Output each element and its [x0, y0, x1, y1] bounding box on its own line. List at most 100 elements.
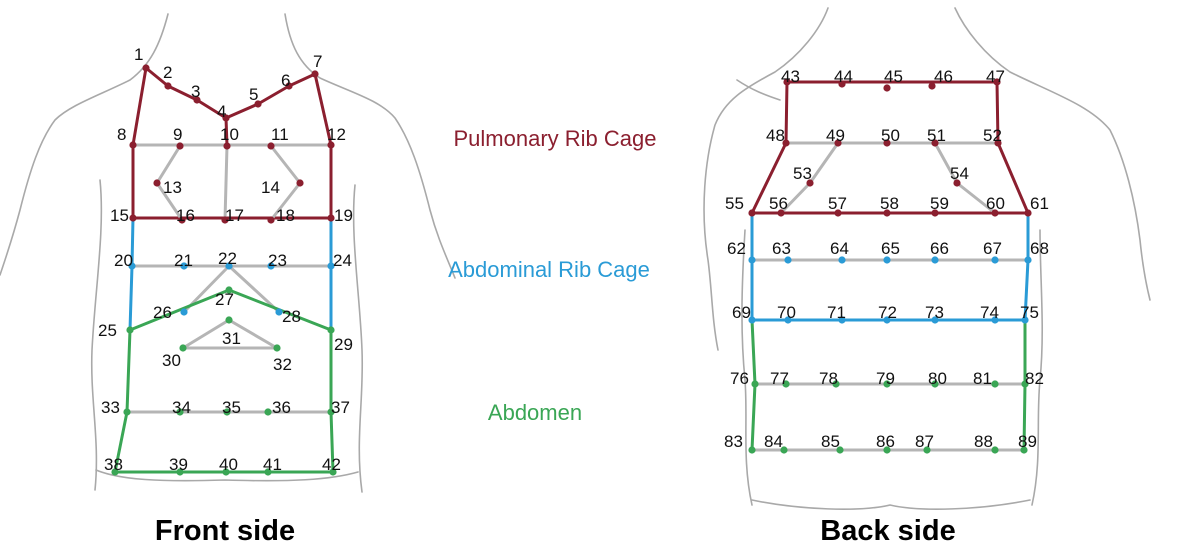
- link-54-60: [955, 181, 997, 215]
- link-76-83: [750, 382, 757, 452]
- marker-dot-63: [784, 256, 792, 264]
- marker-dot-2: [164, 82, 172, 90]
- marker-dot-8: [129, 141, 137, 149]
- link-51-54: [933, 141, 959, 185]
- marker-label-32: 32: [273, 355, 292, 374]
- marker-label-68: 68: [1030, 239, 1049, 258]
- marker-label-86: 86: [876, 432, 895, 451]
- marker-dot-59: [931, 209, 939, 217]
- marker-label-30: 30: [162, 351, 181, 370]
- marker-label-6: 6: [281, 71, 290, 90]
- marker-dot-1: [142, 64, 150, 72]
- link-4-5: [224, 102, 260, 120]
- marker-label-58: 58: [880, 194, 899, 213]
- marker-label-48: 48: [766, 126, 785, 145]
- marker-label-19: 19: [334, 206, 353, 225]
- marker-dot-57: [834, 209, 842, 217]
- marker-label-55: 55: [725, 194, 744, 213]
- marker-dot-14: [296, 179, 304, 187]
- marker-label-26: 26: [153, 303, 172, 322]
- marker-label-46: 46: [934, 67, 953, 86]
- back-torso-outline: [703, 7, 1151, 510]
- marker-dot-65: [883, 256, 891, 264]
- marker-dot-75: [1021, 316, 1029, 324]
- marker-dot-6: [285, 82, 293, 90]
- marker-label-27: 27: [215, 290, 234, 309]
- link-9-13: [155, 144, 182, 185]
- marker-label-70: 70: [777, 303, 796, 322]
- link-11-14: [269, 144, 302, 185]
- link-49-53: [808, 141, 840, 185]
- marker-dot-26: [180, 308, 188, 316]
- marker-label-11: 11: [271, 125, 289, 144]
- marker-dot-25: [126, 326, 134, 334]
- marker-dot-32: [273, 344, 281, 352]
- marker-dot-40: [222, 468, 230, 476]
- marker-dot-4: [222, 114, 230, 122]
- marker-dot-58: [883, 209, 891, 217]
- marker-label-39: 39: [169, 455, 188, 474]
- marker-label-84: 84: [764, 432, 783, 451]
- link-82-89: [1022, 382, 1027, 452]
- link-6-7: [287, 72, 317, 88]
- marker-dot-62: [748, 256, 756, 264]
- marker-label-51: 51: [927, 126, 946, 145]
- marker-dot-55: [748, 209, 756, 217]
- marker-label-64: 64: [830, 239, 849, 258]
- marker-label-69: 69: [732, 303, 751, 322]
- link-53-56: [779, 181, 812, 215]
- caption-front-side: Front side: [155, 515, 295, 547]
- marker-dot-29: [327, 326, 335, 334]
- marker-dot-80: [931, 380, 939, 388]
- marker-label-17: 17: [225, 206, 244, 225]
- marker-label-47: 47: [986, 67, 1005, 86]
- marker-dot-56: [777, 209, 785, 217]
- marker-label-65: 65: [881, 239, 900, 258]
- marker-label-73: 73: [925, 303, 944, 322]
- marker-label-29: 29: [334, 335, 353, 354]
- marker-dot-3: [193, 96, 201, 104]
- link-30-31: [181, 318, 231, 350]
- marker-dot-82: [1021, 380, 1029, 388]
- marker-dot-5: [254, 100, 262, 108]
- marker-label-57: 57: [828, 194, 847, 213]
- marker-dot-20: [128, 262, 136, 270]
- marker-label-82: 82: [1025, 369, 1044, 388]
- marker-label-8: 8: [117, 125, 126, 144]
- marker-dot-10: [223, 142, 231, 150]
- link-48-55: [750, 141, 788, 215]
- marker-label-76: 76: [730, 369, 749, 388]
- connection-lines: [113, 66, 1030, 474]
- marker-label-67: 67: [983, 239, 1002, 258]
- link-2-3: [166, 84, 199, 102]
- marker-dot-66: [931, 256, 939, 264]
- marker-dot-51: [931, 139, 939, 147]
- marker-dot-42: [329, 468, 337, 476]
- marker-dot-15: [129, 214, 137, 222]
- marker-label-50: 50: [881, 126, 900, 145]
- marker-dot-9: [176, 142, 184, 150]
- marker-label-34: 34: [172, 398, 191, 417]
- link-1-8: [131, 66, 148, 147]
- link-25-33: [125, 328, 132, 414]
- link-37-42: [329, 410, 335, 474]
- marker-label-74: 74: [980, 303, 999, 322]
- marker-dot-69: [748, 316, 756, 324]
- marker-label-53: 53: [793, 164, 812, 183]
- link-43-48: [784, 80, 789, 145]
- marker-label-20: 20: [114, 251, 133, 270]
- marker-label-35: 35: [222, 398, 241, 417]
- marker-label-3: 3: [191, 82, 200, 101]
- marker-dot-67: [991, 256, 999, 264]
- marker-label-38: 38: [104, 455, 123, 474]
- marker-label-41: 41: [263, 455, 282, 474]
- marker-dot-74: [991, 316, 999, 324]
- marker-dot-38: [111, 468, 119, 476]
- marker-label-44: 44: [834, 67, 853, 86]
- marker-dot-79: [883, 380, 891, 388]
- marker-dot-41: [264, 468, 272, 476]
- marker-dot-70: [784, 316, 792, 324]
- marker-dot-86: [883, 446, 891, 454]
